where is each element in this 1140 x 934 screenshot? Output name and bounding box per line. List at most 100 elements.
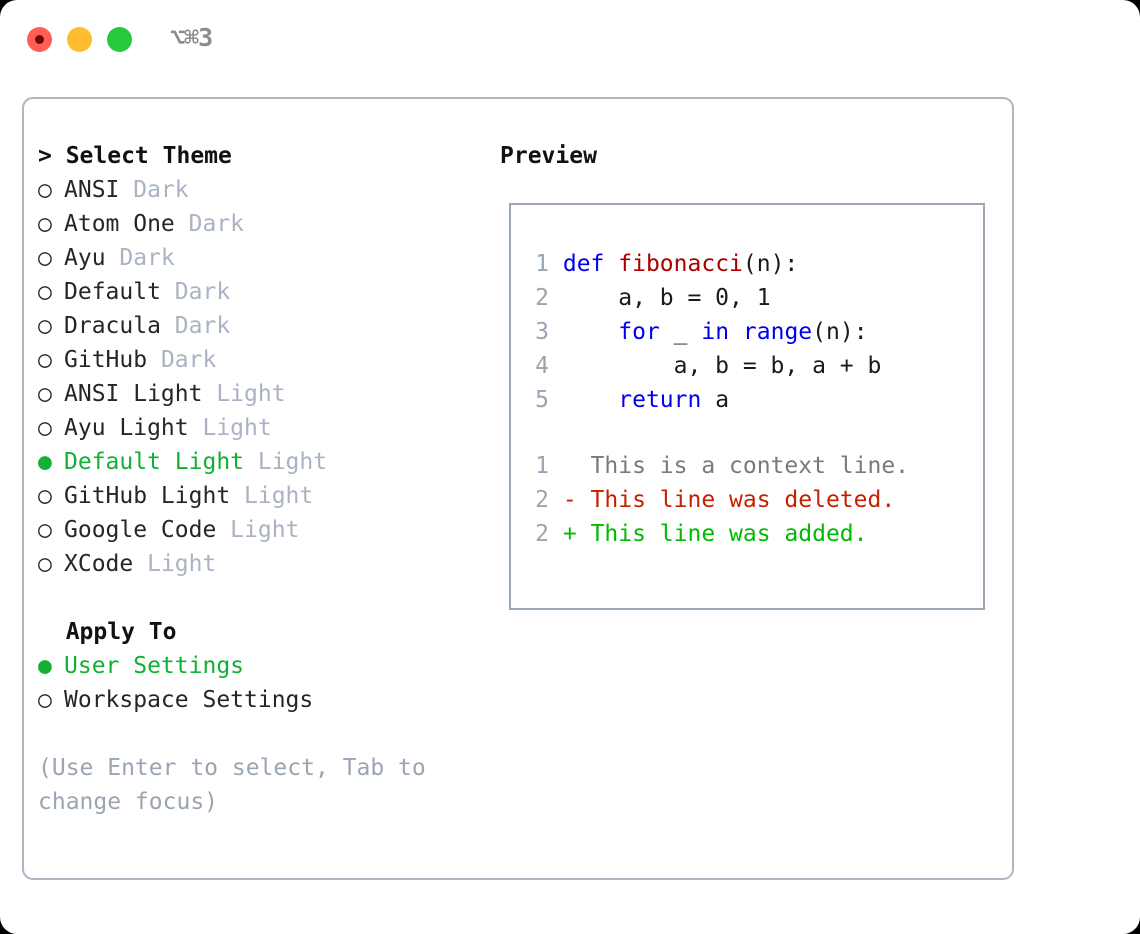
- theme-option-variant-tag: Dark: [147, 347, 217, 373]
- theme-option-label: Google Code: [64, 517, 217, 543]
- preview-column: Preview 1 def fibonacci(n):2 a, b = 0, 1…: [500, 139, 1000, 610]
- radio-unselected-icon: ○: [38, 517, 52, 543]
- minimize-button[interactable]: [67, 27, 92, 52]
- diff-line-text: This is a context line.: [549, 453, 910, 479]
- radio-unselected-icon: ○: [38, 177, 52, 203]
- theme-option-xcode[interactable]: ○XCode Light: [38, 547, 498, 581]
- close-button[interactable]: [27, 27, 52, 52]
- title-bar: ⌥⌘3: [0, 0, 1140, 78]
- apply-to-header: Apply To: [38, 619, 177, 645]
- keyboard-shortcut-label: ⌥⌘3: [170, 23, 213, 52]
- diff-line: 2 - This line was deleted.: [523, 483, 975, 517]
- code-token: range: [742, 319, 813, 345]
- radio-unselected-icon: ○: [38, 245, 52, 271]
- radio-unselected-icon: ○: [38, 687, 52, 713]
- theme-option-ayu[interactable]: ○ Ayu Dark: [38, 241, 498, 275]
- theme-option-default[interactable]: ○Default Dark: [38, 275, 498, 309]
- theme-option-variant-tag: Light: [244, 449, 328, 475]
- diff-line: 2 + This line was added.: [523, 517, 975, 551]
- code-line: 5 return a: [523, 383, 975, 417]
- code-token: [729, 319, 743, 345]
- code-token: (n):: [812, 319, 868, 345]
- theme-option-github[interactable]: ○GitHub Dark: [38, 343, 498, 377]
- theme-option-variant-tag: Dark: [160, 313, 231, 339]
- select-theme-header: > Select Theme: [38, 143, 232, 169]
- code-line: 1 def fibonacci(n):: [523, 247, 975, 281]
- line-number: 1: [535, 453, 549, 479]
- code-token: [549, 319, 618, 345]
- theme-option-github-light[interactable]: ○ GitHub Light Light: [38, 479, 498, 513]
- line-number: 2: [535, 521, 549, 547]
- code-token: (n):: [742, 251, 799, 277]
- theme-option-label: Atom One: [64, 211, 175, 237]
- line-number: 4: [535, 353, 549, 379]
- line-number: 1: [535, 251, 549, 277]
- theme-option-label: Dracula: [64, 313, 161, 339]
- theme-option-label: Default Light: [64, 449, 245, 475]
- code-token: a: [701, 387, 730, 413]
- theme-option-label: Default: [64, 279, 161, 305]
- code-token: fibonacci: [618, 251, 743, 277]
- theme-option-ansi-light[interactable]: ○ ANSI Light Light: [38, 377, 498, 411]
- theme-option-variant-tag: Dark: [105, 245, 175, 271]
- apply-to-option-list[interactable]: ● User Settings ○ Workspace Settings: [38, 649, 498, 717]
- theme-option-variant-tag: Light: [133, 551, 217, 577]
- theme-option-variant-tag: Light: [216, 517, 300, 543]
- code-line: 3 for _ in range(n):: [523, 315, 975, 349]
- code-line: 2 a, b = 0, 1: [523, 281, 975, 315]
- theme-option-variant-tag: Light: [188, 415, 272, 441]
- code-token: a, b = b, a + b: [549, 353, 882, 379]
- theme-option-label: ANSI: [64, 177, 120, 203]
- line-number: 5: [535, 387, 549, 413]
- code-token: in: [701, 319, 730, 345]
- maximize-button[interactable]: [107, 27, 132, 52]
- theme-selector-column: > Select Theme ○ANSI Dark○Atom One Dark○…: [38, 139, 498, 819]
- radio-unselected-icon: ○: [38, 483, 52, 509]
- code-token: for: [618, 319, 660, 345]
- theme-option-label: ANSI Light: [64, 381, 203, 407]
- code-token: return: [618, 387, 702, 413]
- theme-option-ansi[interactable]: ○ANSI Dark: [38, 173, 498, 207]
- apply-to-option-label: User Settings: [64, 653, 245, 679]
- radio-selected-icon: ●: [38, 653, 52, 679]
- diff-line-text: - This line was deleted.: [549, 487, 896, 513]
- theme-option-variant-tag: Light: [202, 381, 286, 407]
- theme-option-ayu-light[interactable]: ○Ayu Light Light: [38, 411, 498, 445]
- code-diff-spacer: [523, 417, 975, 449]
- code-token: [549, 251, 563, 277]
- code-token: [604, 251, 618, 277]
- theme-option-label: XCode: [64, 551, 134, 577]
- theme-option-google-code[interactable]: ○ Google Code Light: [38, 513, 498, 547]
- theme-option-label: Ayu Light: [64, 415, 189, 441]
- keyboard-hint-text: (Use Enter to select, Tab to change focu…: [38, 755, 426, 815]
- code-token: def: [562, 251, 605, 277]
- preview-header: Preview: [500, 143, 597, 169]
- line-number: 2: [535, 487, 549, 513]
- apply-to-option-label: Workspace Settings: [64, 687, 314, 713]
- apply-to-option-workspace-settings[interactable]: ○ Workspace Settings: [38, 683, 498, 717]
- apply-to-option-user-settings[interactable]: ● User Settings: [38, 649, 498, 683]
- radio-selected-icon: ●: [38, 449, 52, 475]
- theme-option-variant-tag: Dark: [174, 211, 245, 237]
- code-token: a, b = 0, 1: [549, 285, 771, 311]
- radio-unselected-icon: ○: [38, 381, 52, 407]
- theme-option-atom-one[interactable]: ○Atom One Dark: [38, 207, 498, 241]
- theme-option-variant-tag: Dark: [160, 279, 231, 305]
- main-panel: > Select Theme ○ANSI Dark○Atom One Dark○…: [22, 97, 1014, 880]
- line-number: 3: [535, 319, 549, 345]
- theme-option-variant-tag: Light: [230, 483, 314, 509]
- theme-option-list[interactable]: ○ANSI Dark○Atom One Dark○Ayu Dark○Defaul…: [38, 173, 498, 581]
- theme-option-label: GitHub: [64, 347, 148, 373]
- theme-option-default-light[interactable]: ● Default Light Light: [38, 445, 498, 479]
- radio-unselected-icon: ○: [38, 313, 52, 339]
- line-number: 2: [535, 285, 549, 311]
- theme-option-label: GitHub Light: [64, 483, 231, 509]
- theme-option-dracula[interactable]: ○ Dracula Dark: [38, 309, 498, 343]
- list-spacer: [38, 581, 498, 615]
- theme-option-label: Ayu: [64, 245, 106, 271]
- code-token: [549, 387, 618, 413]
